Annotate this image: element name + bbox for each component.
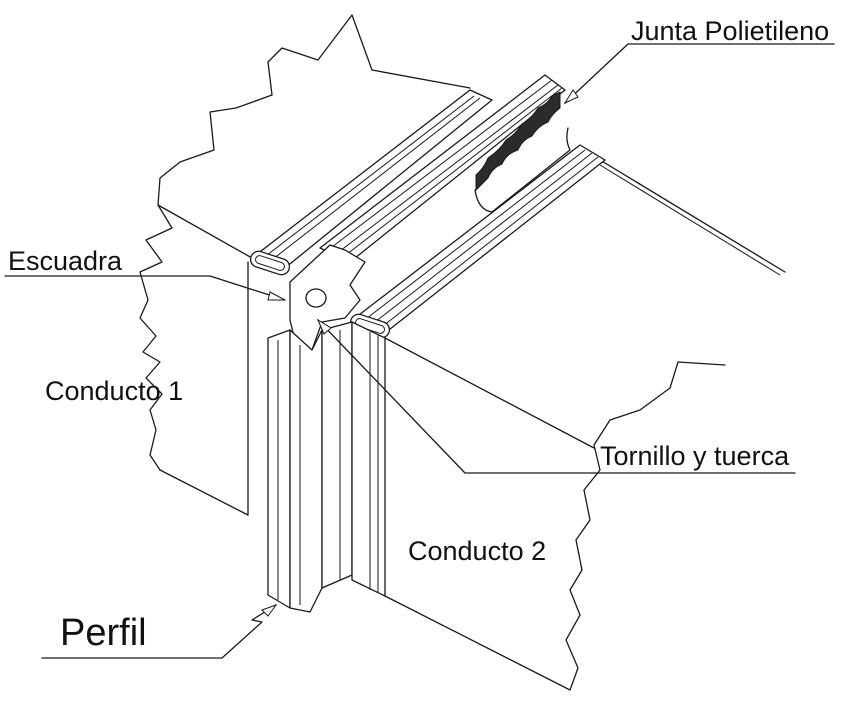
tornillo-leader [317,319,796,474]
duct2-right-edge-top-line [599,159,786,273]
profile-right-section [321,321,353,589]
labels: Junta Polietileno Escuadra Conducto 1 To… [8,16,829,654]
escuadra-leader [4,275,286,301]
label-conducto-1: Conducto 1 [45,376,183,406]
profile-center-section [289,329,323,613]
gasket-channel [474,127,571,213]
vertical-profile [267,321,386,613]
junta-arrowhead [563,89,579,105]
duct1-top-edge [157,204,253,259]
label-conducto-2: Conducto 2 [408,536,546,566]
duct1-top-break-line [139,14,471,471]
perfil-arrowhead [261,603,278,617]
junta-leader [564,43,835,104]
duct2-top-edge [384,337,595,449]
break-lines [139,14,726,691]
label-tornillo-y-tuerca: Tornillo y tuerca [600,441,790,471]
top-flange-rails [251,74,606,334]
duct2-bottom-edge [384,595,571,691]
polyethylene-gasket [475,91,561,192]
duct2-flange-vertical [351,321,386,597]
tornillo-arrowhead [316,318,332,335]
bolt-hole [305,288,327,308]
label-escuadra: Escuadra [8,246,123,276]
label-perfil: Perfil [60,612,147,654]
duct1-bottom-edge [159,469,249,516]
duct2-body [384,159,786,691]
duct2-right-break-line [565,361,726,691]
label-junta-polietileno: Junta Polietileno [631,16,829,46]
leader-lines [4,43,835,659]
profile-left-section [267,329,291,609]
duct2-right-edge-top-line-b [599,164,781,276]
perfil-leader [41,604,277,659]
escuadra-arrowhead [267,291,286,301]
duct1-body [157,204,253,516]
duct1-fold [249,250,291,276]
profile-top-rail [319,74,566,263]
